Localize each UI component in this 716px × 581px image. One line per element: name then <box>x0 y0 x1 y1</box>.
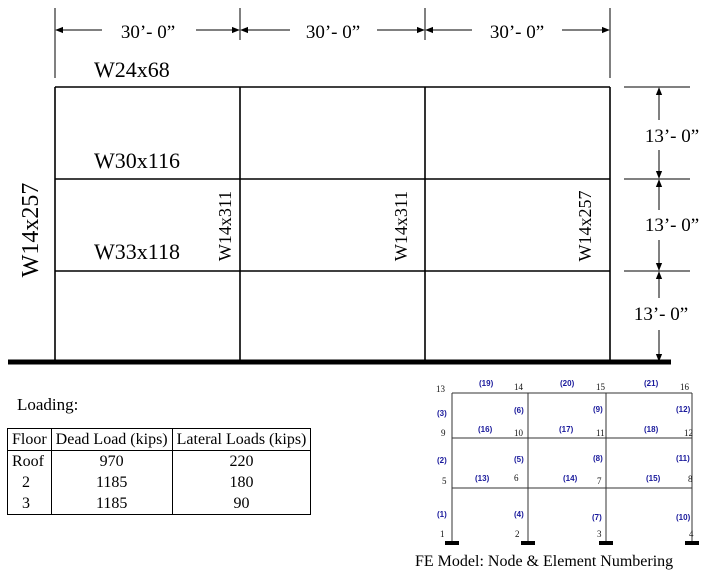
table-row: Roof 970 220 <box>8 450 311 472</box>
dimension-top-3: 30’- 0” <box>490 22 544 43</box>
beam-label-floor2: W30x116 <box>94 148 180 173</box>
dimension-top-2: 30’- 0” <box>306 22 360 43</box>
loading-table: Floor Dead Load (kips) Lateral Loads (ki… <box>7 428 312 515</box>
column-label-interior-1: W14x311 <box>215 191 235 261</box>
dimension-top-1: 30’- 0” <box>121 22 175 43</box>
table-cell: 3 <box>22 495 30 512</box>
beam-label-floor3: W33x118 <box>94 239 180 264</box>
column-header-lateral-loads: Lateral Loads (kips) <box>171 428 311 451</box>
table-cell: 2 <box>22 474 30 491</box>
column-label-left: W14x257 <box>18 183 44 278</box>
table-row: 2 1185 180 <box>8 472 311 493</box>
table-cell: Roof <box>12 453 44 470</box>
column-label-right: W14x257 <box>575 191 595 262</box>
table-cell: 970 <box>50 450 173 472</box>
table-cell: 1185 <box>50 472 173 493</box>
column-header-dead-load: Dead Load (kips) <box>50 428 173 451</box>
table-cell: 180 <box>171 472 311 493</box>
table-row: 3 1185 90 <box>8 493 311 515</box>
table-header-row: Floor Dead Load (kips) Lateral Loads (ki… <box>7 428 311 451</box>
table-cell: 90 <box>171 493 311 515</box>
column-label-interior-2: W14x311 <box>391 191 411 261</box>
loading-title: Loading: <box>17 395 79 414</box>
dimension-right-2: 13’- 0” <box>645 215 699 236</box>
beam-label-roof: W24x68 <box>94 57 170 82</box>
table-cell: 1185 <box>50 493 173 515</box>
column-header-floor: Floor <box>7 428 52 451</box>
table-cell: 220 <box>171 450 311 472</box>
dimension-right-1: 13’- 0” <box>645 126 699 147</box>
fe-model-caption: FE Model: Node & Element Numbering <box>415 553 674 570</box>
dimension-right-3: 13’- 0” <box>634 304 688 325</box>
